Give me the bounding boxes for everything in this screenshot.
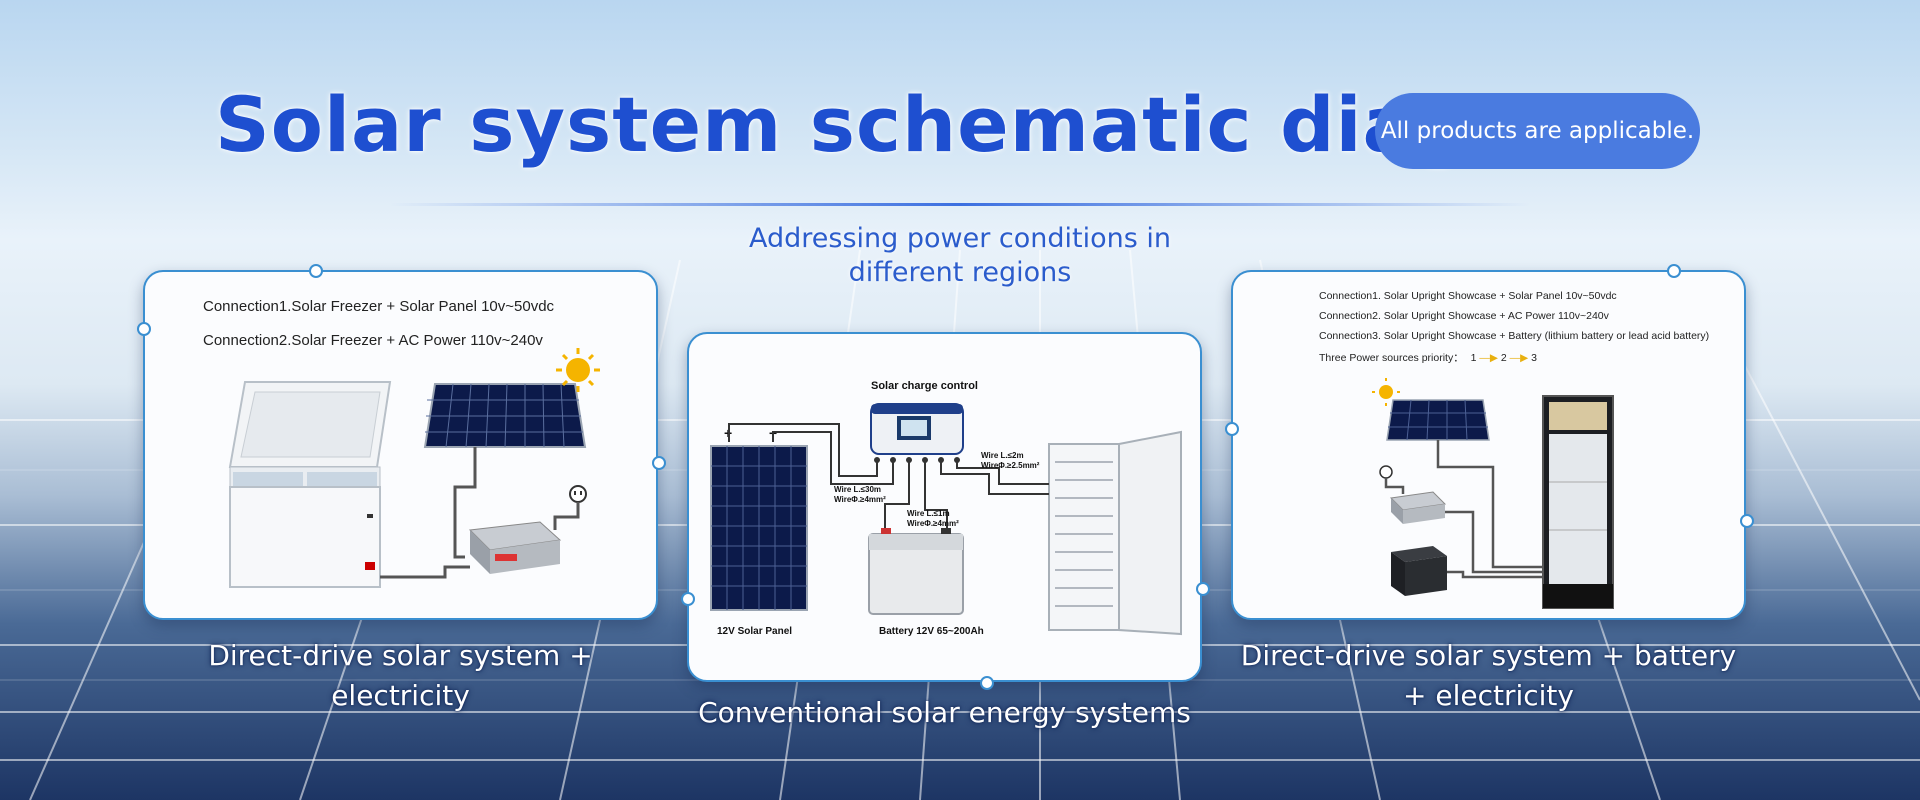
- subtitle-line-1: Addressing power conditions in: [749, 223, 1171, 254]
- priority-arrow-icon: —▶: [1479, 352, 1498, 364]
- power-supply-icon: [468, 521, 562, 574]
- card-connector-dot: [1196, 582, 1210, 596]
- card-connector-dot: [1225, 422, 1239, 436]
- left-diagram: [228, 348, 600, 588]
- priority-2: 2: [1500, 352, 1507, 364]
- priority-arrow-icon: —▶: [1509, 352, 1529, 364]
- solar-panel-icon: [1386, 399, 1490, 441]
- right-diagram: [1372, 378, 1614, 609]
- right-connection-2: Connection2. Solar Upright Showcase + AC…: [1319, 310, 1609, 322]
- right-caption: Direct-drive solar system + battery + el…: [1231, 636, 1746, 716]
- power-supply-icon: [1389, 491, 1447, 524]
- page-title: Solar system schematic diagram: [215, 80, 1642, 169]
- ac-plug-icon: [1379, 465, 1393, 479]
- wire2-diameter: WireΦ.≥4mm²: [907, 519, 959, 528]
- center-diagram: Solar charge control + −: [710, 380, 1182, 637]
- card-connector-dot: [1667, 264, 1681, 278]
- left-connection-2: Connection2.Solar Freezer + AC Power 110…: [203, 332, 543, 349]
- wire1-length: Wire L.≤30m: [834, 485, 881, 494]
- right-connection-1: Connection1. Solar Upright Showcase + So…: [1319, 290, 1617, 302]
- priority-row: Three Power sources priority： 1 —▶ 2 —▶ …: [1319, 350, 1537, 365]
- wire3-diameter: WireΦ.≥2.5mm²: [981, 461, 1040, 470]
- wire2-length: Wire L.≤1m: [907, 509, 950, 518]
- subtitle-line-2: different regions: [848, 257, 1072, 288]
- right-connection-3: Connection3. Solar Upright Showcase + Ba…: [1319, 330, 1710, 342]
- upright-freezer-icon: [1048, 430, 1182, 636]
- battery-icon: [868, 528, 964, 615]
- priority-3: 3: [1531, 352, 1538, 364]
- charge-controller-icon: [870, 403, 964, 463]
- controller-label: Solar charge control: [871, 380, 978, 392]
- sun-icon: [1372, 378, 1400, 406]
- priority-label: Three Power sources priority：: [1319, 352, 1464, 364]
- display-showcase-icon: [1542, 395, 1614, 609]
- right-caption-line-1: Direct-drive solar system + battery: [1240, 639, 1737, 672]
- card-connector-dot: [137, 322, 151, 336]
- wire3-length: Wire L.≤2m: [981, 451, 1024, 460]
- panel-label: 12V Solar Panel: [717, 626, 792, 637]
- battery-label: Battery 12V 65~200Ah: [879, 626, 984, 637]
- card-connector-dot: [652, 456, 666, 470]
- left-connection-1: Connection1.Solar Freezer + Solar Panel …: [203, 298, 555, 315]
- right-caption-line-2: + electricity: [1403, 679, 1574, 712]
- direct-drive-card: Connection1.Solar Freezer + Solar Panel …: [137, 264, 666, 620]
- subtitle: Addressing power conditions in different…: [700, 222, 1220, 290]
- chest-freezer-icon: [228, 381, 392, 588]
- conventional-system-card: Solar charge control + −: [681, 332, 1210, 690]
- card-connector-dot: [980, 676, 994, 690]
- solar-panel-icon: [710, 445, 808, 611]
- wire1-diameter: WireΦ.≥4mm²: [834, 495, 886, 504]
- battery-system-card: Connection1. Solar Upright Showcase + So…: [1225, 264, 1754, 620]
- priority-1: 1: [1470, 352, 1477, 364]
- center-caption: Conventional solar energy systems: [698, 696, 1191, 729]
- battery-icon: [1391, 546, 1447, 596]
- card-connector-dot: [309, 264, 323, 278]
- left-caption: Direct-drive solar system + electricity: [208, 639, 593, 712]
- applicability-badge: All products are applicable.: [1375, 93, 1700, 169]
- sun-icon: [556, 348, 600, 392]
- card-connector-dot: [681, 592, 695, 606]
- solar-panel-icon: [423, 383, 587, 448]
- ac-plug-icon: [569, 485, 587, 503]
- card-connector-dot: [1740, 514, 1754, 528]
- title-divider: [390, 203, 1530, 206]
